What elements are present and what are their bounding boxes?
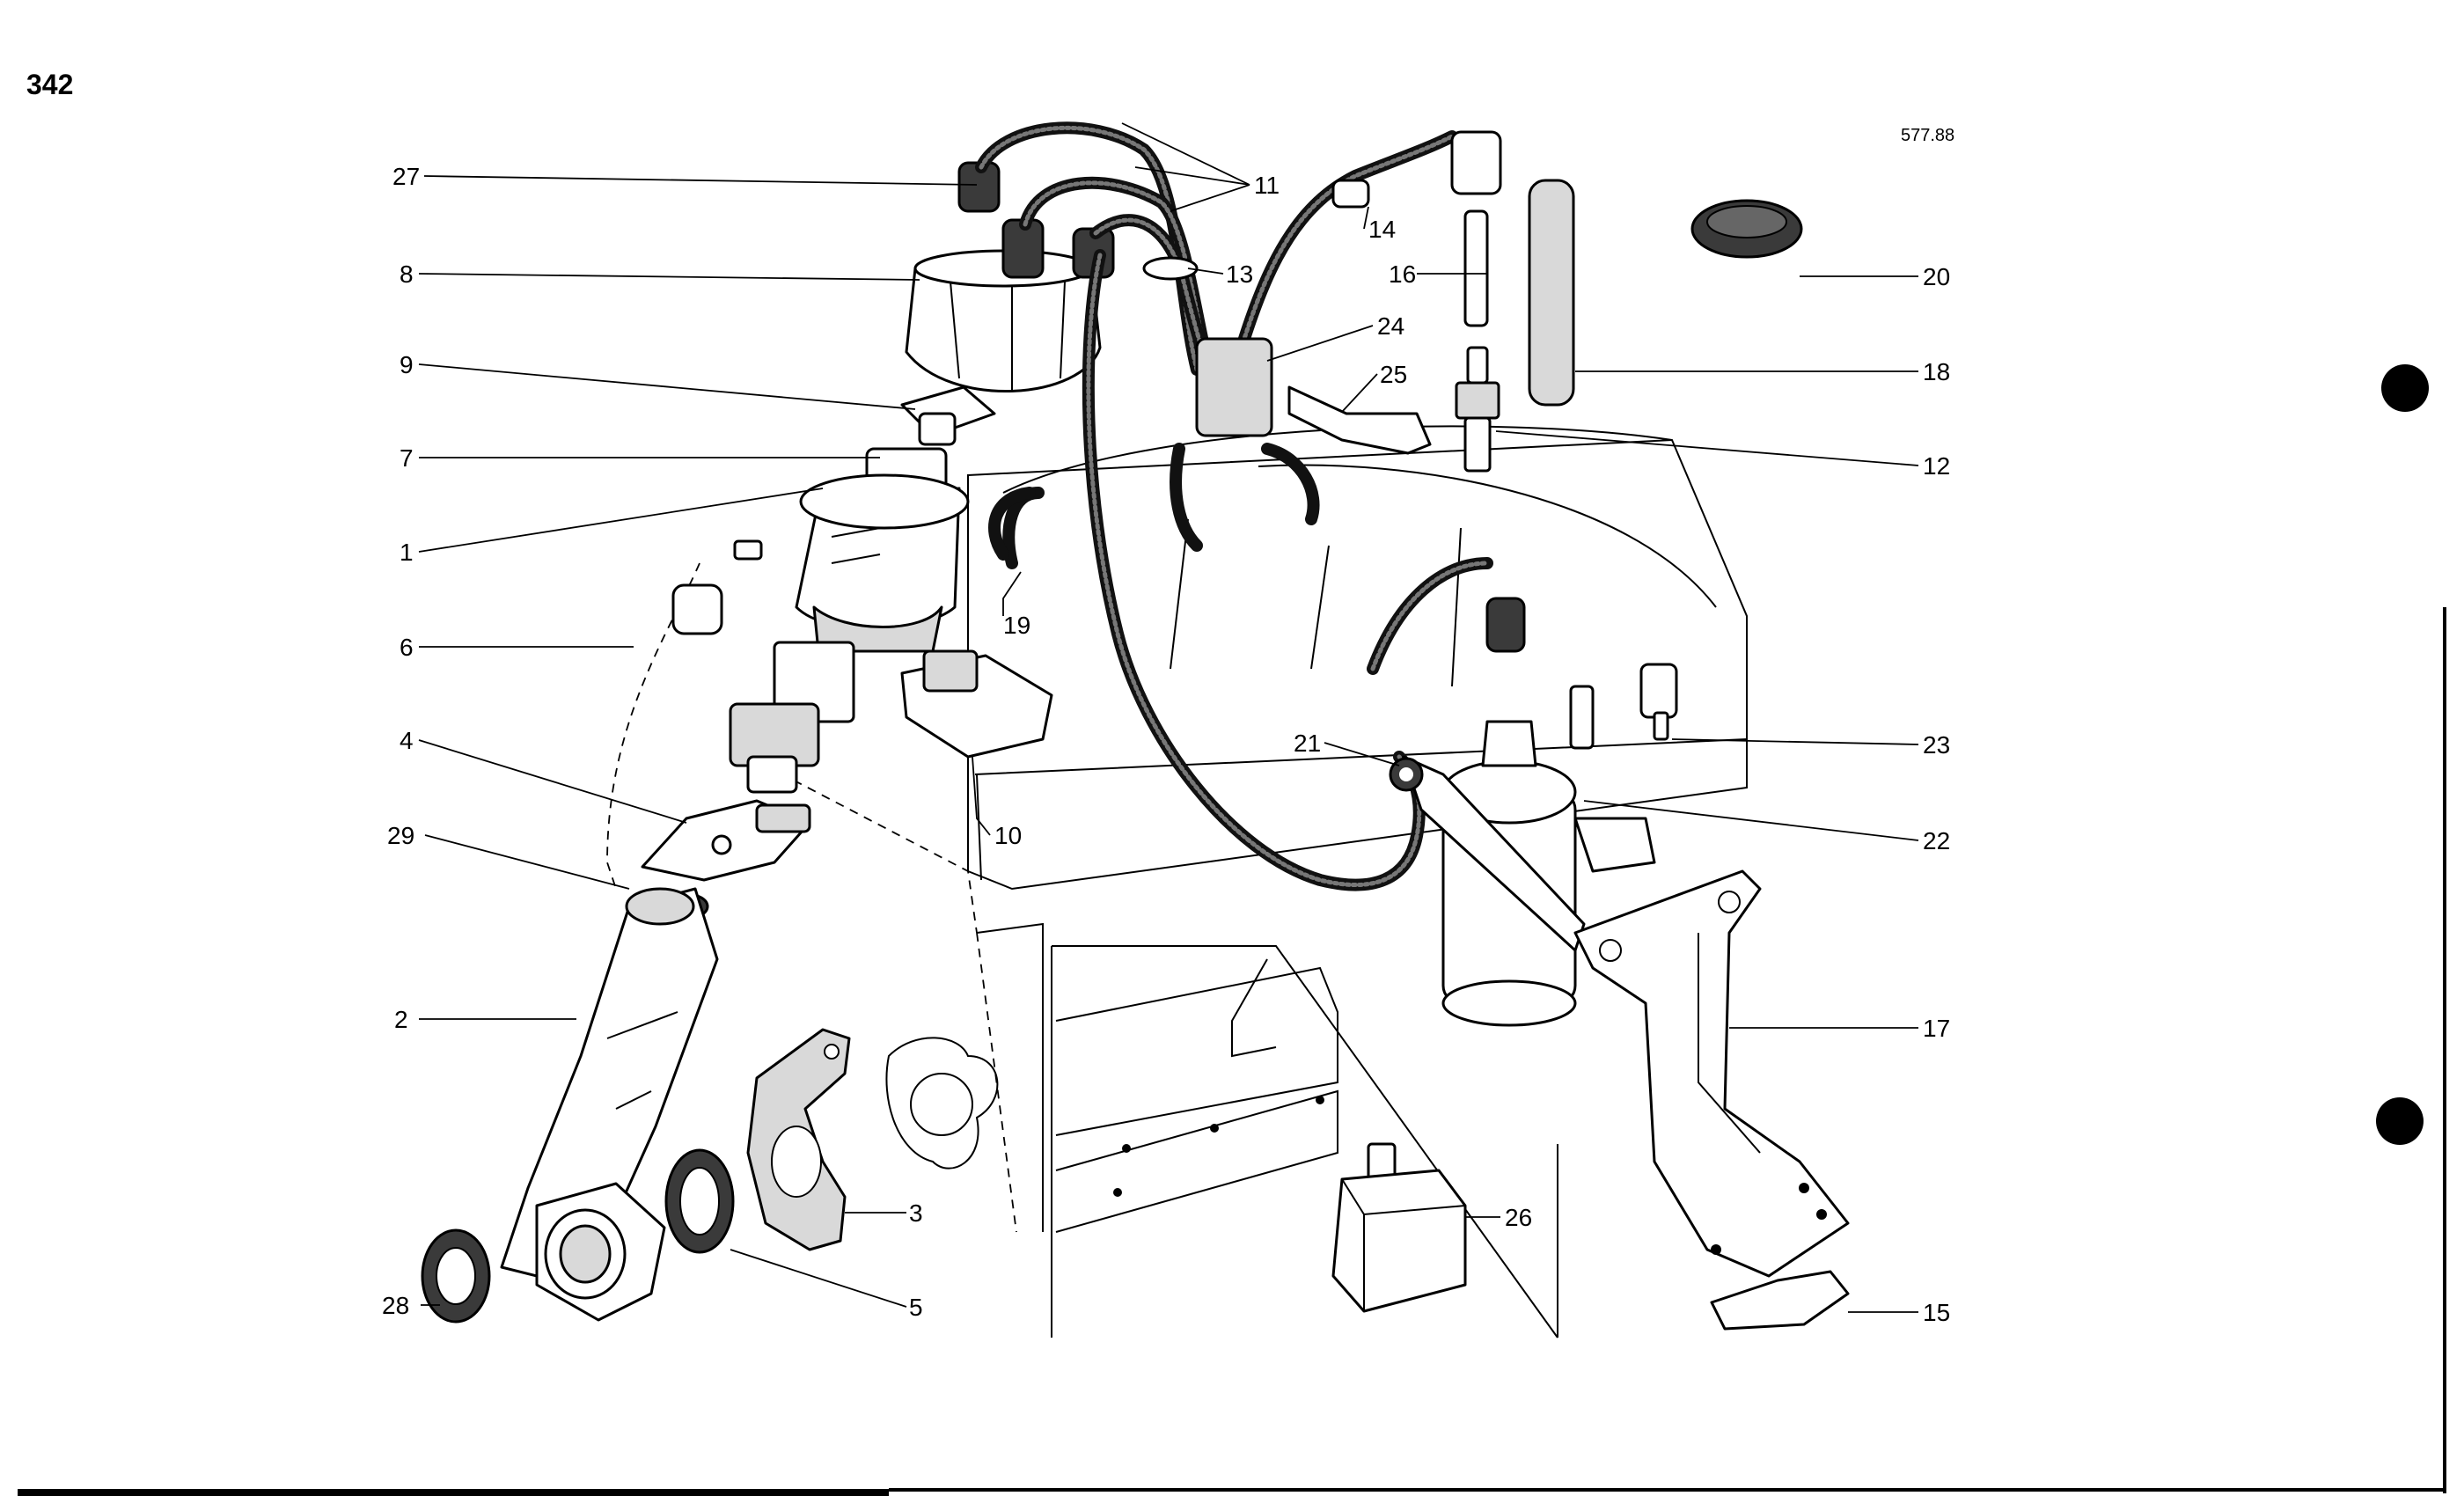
part-23-switch	[1639, 663, 1678, 741]
callout-8: 8	[400, 260, 414, 288]
part-25-bracket	[1287, 385, 1432, 455]
callout-15: 15	[1923, 1299, 1950, 1326]
callout-2: 2	[394, 1006, 408, 1033]
part-24-lead-separator	[1195, 337, 1273, 437]
callout-21: 21	[1294, 730, 1321, 757]
callout-16: 16	[1389, 260, 1416, 288]
callout-27: 27	[392, 163, 420, 190]
part-28-oil-seal	[421, 1228, 491, 1324]
callout-5: 5	[909, 1294, 923, 1321]
part-5-seal-ring	[664, 1148, 735, 1254]
part-1-distributor	[729, 447, 970, 794]
callout-29: 29	[387, 822, 414, 849]
part-17-mounting-bracket	[1573, 869, 1850, 1278]
leader-lines	[418, 122, 1919, 1313]
drawing-reference-code: 577.88	[1901, 126, 1955, 145]
callout-4: 4	[400, 727, 414, 754]
part-18-sleeve	[1528, 179, 1575, 407]
callout-6: 6	[400, 634, 414, 661]
part-19-lead	[988, 487, 1036, 561]
part-6-vacuum-pipe	[606, 539, 763, 890]
callout-23: 23	[1923, 731, 1950, 759]
callout-9: 9	[400, 351, 414, 378]
part-20-blanking-plug	[1690, 199, 1803, 259]
callout-28: 28	[382, 1292, 409, 1319]
callout-26: 26	[1505, 1204, 1532, 1231]
part-4-clamp-plate	[641, 799, 811, 882]
callout-25: 25	[1380, 361, 1407, 388]
part-10-ignition-module	[900, 649, 1053, 759]
callout-3: 3	[909, 1199, 923, 1227]
part-12-spark-plug	[1455, 346, 1500, 473]
callout-7: 7	[400, 444, 414, 472]
part-13-grommet	[1142, 256, 1199, 281]
binder-hole-bottom	[2376, 1097, 2424, 1145]
callout-17: 17	[1923, 1015, 1950, 1042]
part-9-rotor-arm	[900, 385, 996, 446]
callout-14: 14	[1368, 216, 1396, 243]
binder-hole-top	[2381, 364, 2429, 412]
callout-24: 24	[1377, 312, 1404, 340]
callout-18: 18	[1923, 358, 1950, 385]
part-15-gasket-plate	[1710, 1270, 1850, 1331]
part-3-gasket	[746, 1028, 851, 1251]
page-number: 342	[26, 69, 74, 100]
part-2-drive-housing	[500, 887, 719, 1322]
callout-22: 22	[1923, 827, 1950, 854]
callout-1: 1	[400, 539, 414, 566]
callout-11: 11	[1254, 172, 1280, 199]
part-21-coil-bracket	[1389, 755, 1656, 952]
callout-13: 13	[1226, 260, 1253, 288]
callout-19: 19	[1003, 612, 1030, 639]
callout-20: 20	[1923, 263, 1950, 290]
part-16-suppressor	[1450, 130, 1502, 327]
part-8-distributor-cap	[905, 161, 1115, 392]
part-14-clip	[1331, 179, 1370, 209]
callout-numbers: 27 8 9 7 1 6 4 29 2 28 11 13 14 16 24 25…	[382, 163, 1950, 1326]
callout-12: 12	[1923, 452, 1950, 480]
part-26-relay	[1331, 1142, 1467, 1313]
callout-10: 10	[994, 822, 1022, 849]
engine-block-outline	[765, 425, 1748, 1338]
